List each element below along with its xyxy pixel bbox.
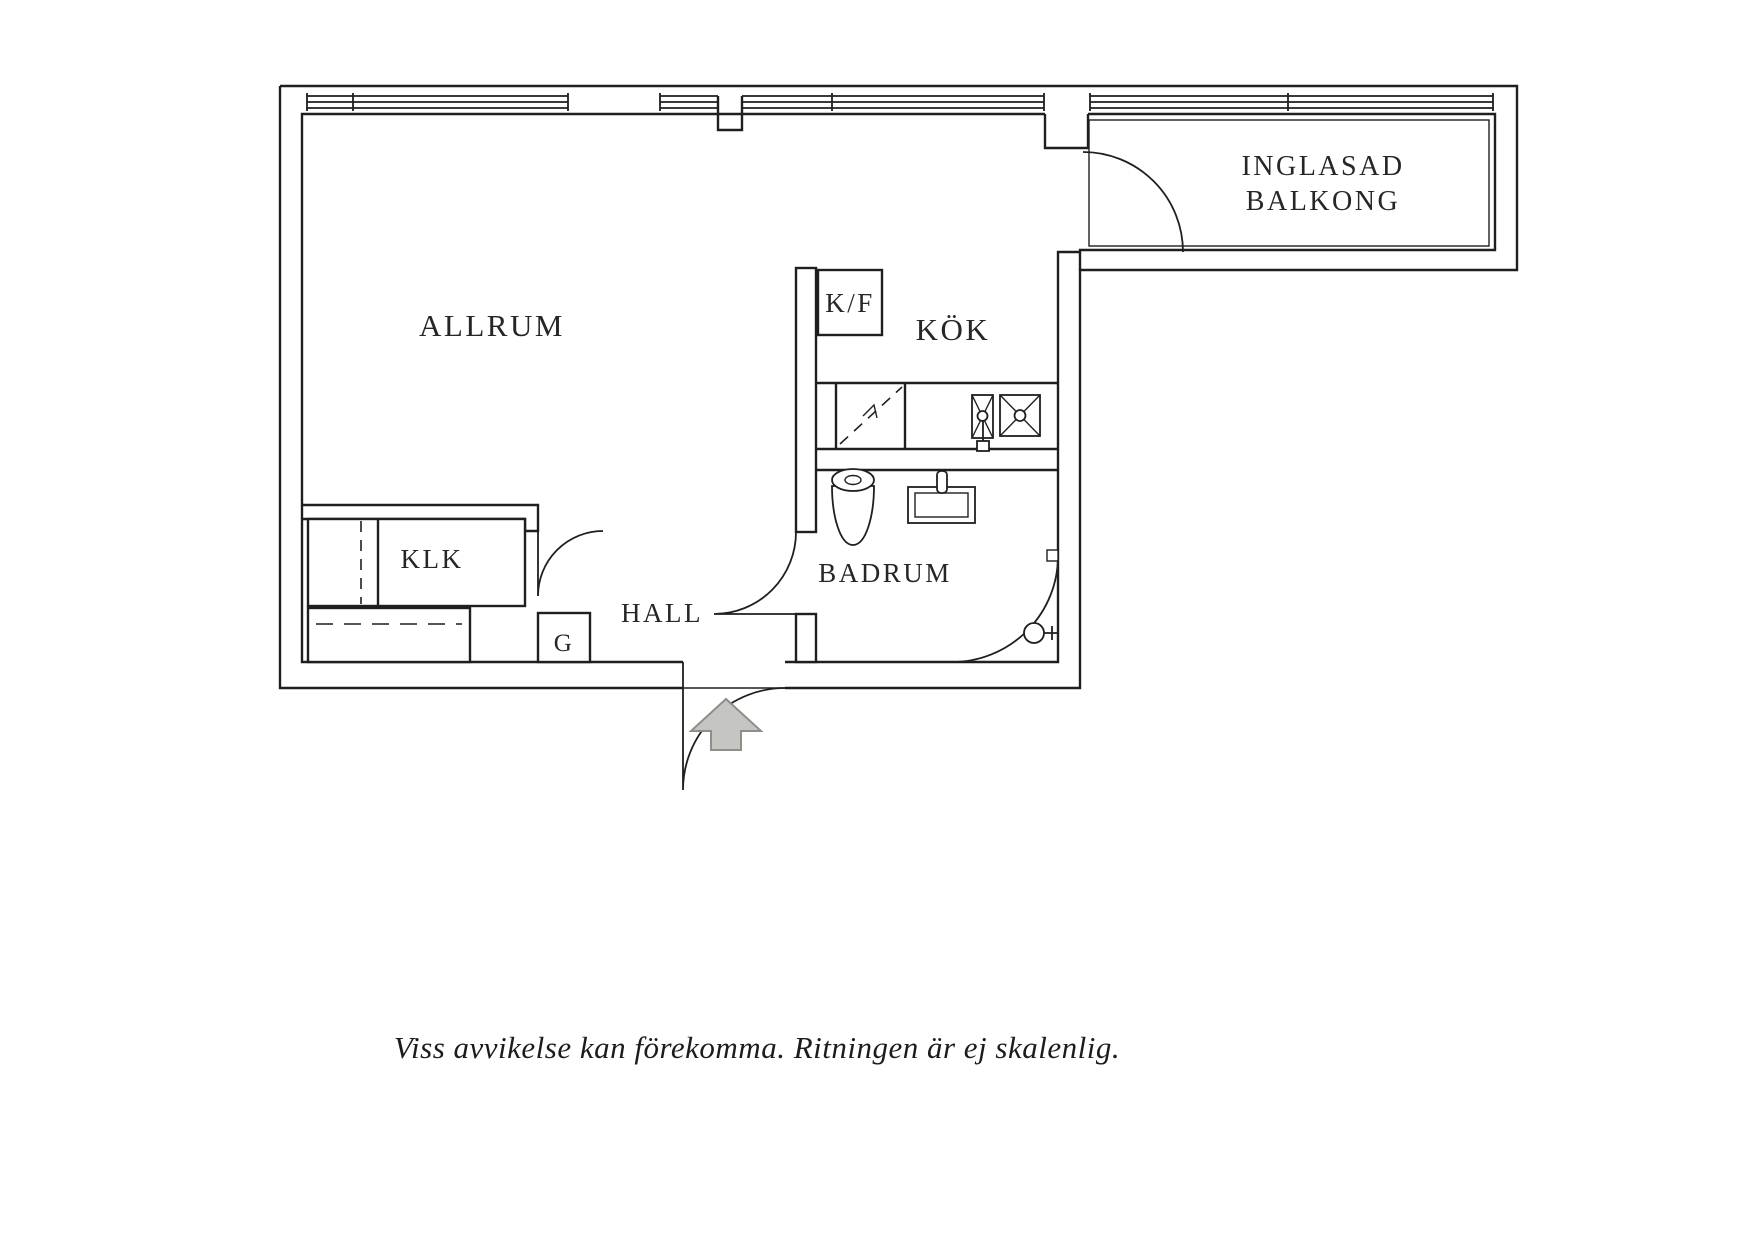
klk-door-swing-icon <box>537 530 604 597</box>
toilet-icon <box>831 468 875 546</box>
label-balkong-1: INGLASAD <box>1241 151 1404 182</box>
badrum-door-swing-icon <box>713 531 797 615</box>
walls <box>278 84 1519 690</box>
label-garderob: G <box>554 630 575 657</box>
outer-wall <box>278 84 1519 690</box>
label-kok: KÖK <box>916 312 991 347</box>
windows <box>306 93 1494 247</box>
inner-wall-main <box>300 112 1080 664</box>
storage-fixtures <box>306 517 592 664</box>
label-kf: K/F <box>825 288 875 318</box>
dishwasher-icon <box>839 386 903 445</box>
klk-closet-box <box>306 517 527 608</box>
balcony-glazing-line <box>1088 119 1490 247</box>
kitchen-fixtures <box>816 268 1058 452</box>
kitchen-counter <box>816 381 1058 449</box>
room-labels: ALLRUM KÖK K/F INGLASAD BALKONG KLK HALL… <box>401 151 1404 657</box>
label-hall: HALL <box>621 598 703 628</box>
fridge-freezer-box <box>816 268 884 337</box>
label-balkong-2: BALKONG <box>1246 186 1400 217</box>
window-icon <box>659 93 1045 111</box>
washbasin-icon <box>907 470 976 524</box>
label-allrum: ALLRUM <box>419 308 565 343</box>
shower-icon <box>951 549 1059 663</box>
disclaimer-caption: Viss avvikelse kan förekomma. Ritningen … <box>394 1030 1120 1065</box>
label-klk: KLK <box>401 544 464 574</box>
bathroom-fixtures <box>831 468 1059 663</box>
garderob-box <box>536 611 592 664</box>
sink-icon <box>971 394 994 452</box>
entrance-arrow-icon <box>688 697 764 751</box>
kitchen-west-wall <box>794 266 818 534</box>
balcony-door-stub <box>1043 114 1090 150</box>
wardrobe-box <box>306 606 472 664</box>
window-icon <box>306 93 569 111</box>
label-badrum: BADRUM <box>818 558 952 588</box>
badrum-door-stub <box>794 612 818 664</box>
window-icon <box>1089 93 1494 111</box>
sink-basin-icon <box>999 394 1041 437</box>
window-pillar-stub <box>716 96 744 132</box>
balcony-door-swing-icon <box>1082 151 1184 253</box>
inner-wall-balcony <box>1078 112 1497 270</box>
